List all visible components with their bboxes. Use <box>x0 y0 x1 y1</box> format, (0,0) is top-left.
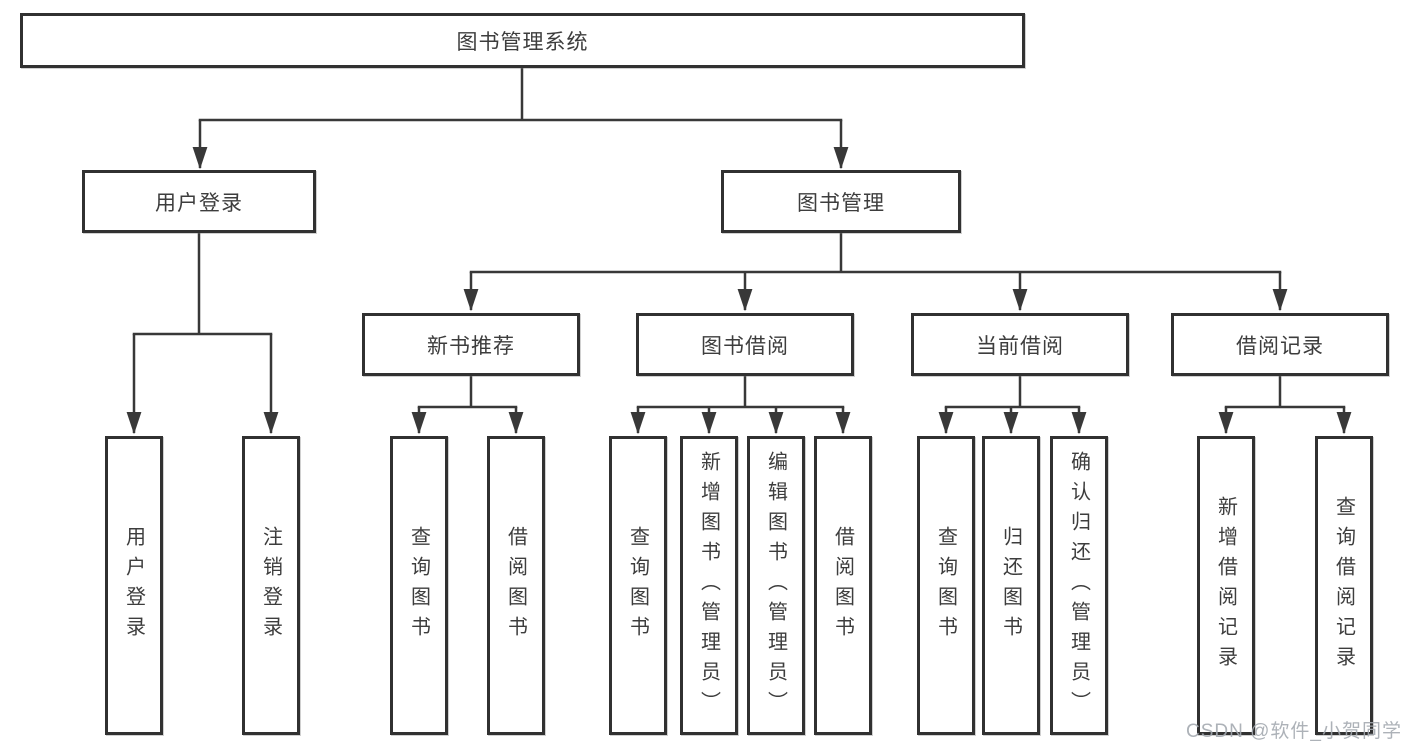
connector-book-borrowing-children <box>630 376 851 435</box>
node-label: 当前借阅 <box>976 334 1064 358</box>
node-label: 用户登录 <box>122 525 145 646</box>
leaf-query-books-recommend: 查询图书 <box>390 436 448 735</box>
leaf-borrow-books-recommend: 借阅图书 <box>487 436 545 735</box>
connector-new-book-children <box>411 376 524 435</box>
leaf-user-login: 用户登录 <box>105 436 163 735</box>
node-label: 新增图书（管理员） <box>697 450 720 721</box>
leaf-borrow-books-borrowing: 借阅图书 <box>814 436 872 735</box>
leaf-query-books-current: 查询图书 <box>917 436 975 735</box>
node-label: 图书管理 <box>797 191 885 215</box>
node-label: 借阅记录 <box>1236 334 1324 358</box>
leaf-add-borrow-record: 新增借阅记录 <box>1197 436 1255 735</box>
node-label: 查询图书 <box>934 525 957 646</box>
node-user-login: 用户登录 <box>82 170 316 233</box>
node-label: 图书借阅 <box>701 334 789 358</box>
node-new-book-recommend: 新书推荐 <box>362 313 580 376</box>
leaf-query-books-borrowing: 查询图书 <box>609 436 667 735</box>
node-label: 查询图书 <box>407 525 430 646</box>
node-label: 查询借阅记录 <box>1332 495 1355 676</box>
node-label: 用户登录 <box>155 191 243 215</box>
connector-borrow-records-children <box>1218 376 1352 435</box>
connector-book-management-children <box>463 233 1288 312</box>
connector-user-login-children <box>126 233 279 435</box>
node-book-borrowing: 图书借阅 <box>636 313 854 376</box>
node-label: 编辑图书（管理员） <box>764 450 787 721</box>
connector-current-borrowing-children <box>938 376 1087 435</box>
node-label: 归还图书 <box>999 525 1022 646</box>
leaf-confirm-return-admin: 确认归还（管理员） <box>1050 436 1108 735</box>
node-book-management: 图书管理 <box>721 170 961 233</box>
node-label: 借阅图书 <box>831 525 854 646</box>
node-label: 确认归还（管理员） <box>1067 450 1090 721</box>
csdn-watermark: CSDN @软件_小贺同学 <box>1186 721 1402 742</box>
node-current-borrowing: 当前借阅 <box>911 313 1129 376</box>
node-borrow-records: 借阅记录 <box>1171 313 1389 376</box>
node-label: 新增借阅记录 <box>1214 495 1237 676</box>
leaf-return-books: 归还图书 <box>982 436 1040 735</box>
leaf-add-book-admin: 新增图书（管理员） <box>680 436 738 735</box>
leaf-edit-book-admin: 编辑图书（管理员） <box>747 436 805 735</box>
node-label: 图书管理系统 <box>456 30 589 54</box>
leaf-query-borrow-record: 查询借阅记录 <box>1315 436 1373 735</box>
node-label: 注销登录 <box>259 525 282 646</box>
leaf-logout: 注销登录 <box>242 436 300 735</box>
node-label: 查询图书 <box>626 525 649 646</box>
connector-root-to-level2 <box>192 68 849 170</box>
node-library-system: 图书管理系统 <box>20 13 1025 68</box>
node-label: 借阅图书 <box>504 525 527 646</box>
node-label: 新书推荐 <box>427 334 515 358</box>
